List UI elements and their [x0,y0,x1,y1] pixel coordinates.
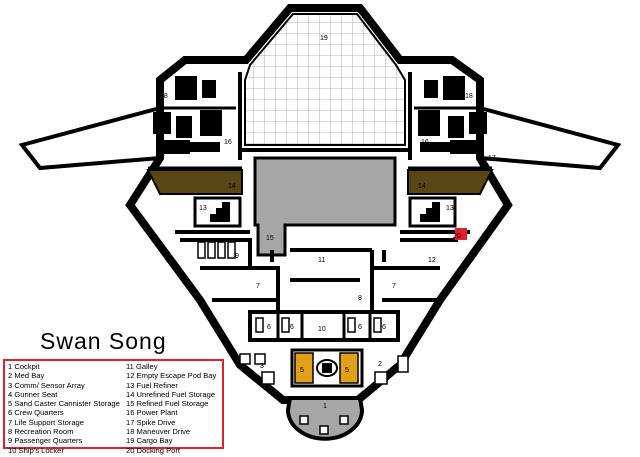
legend-item: 7 Life Support Storage [8,417,84,427]
right-wing [478,105,622,171]
label-20: 20 [453,233,461,240]
label-17a: 17 [157,155,165,162]
legend-item: 5 Sand Caster Cannister Storage [8,399,120,409]
label-2: 2 [378,361,382,368]
legend-item: 19 Cargo Bay [126,436,173,446]
label-17b: 17 [488,155,496,162]
maneuver-drive-right-icon [424,76,465,100]
legend-item: 4 Gunner Seat [8,389,58,399]
room-legend: 1 Cockpit 2 Med Bay 3 Comm/ Sensor Array… [3,359,224,455]
label-7a: 7 [256,283,260,290]
label-13b: 13 [446,205,454,212]
label-6d: 6 [382,324,386,331]
label-8: 8 [358,295,362,302]
med-bay-icon [374,355,409,385]
legend-item: 13 Fuel Refiner [126,380,178,390]
label-15: 15 [266,235,274,242]
comm-sensor-icon [239,353,275,385]
spike-drive-right-icon [418,110,487,154]
refined-fuel-storage [253,156,397,257]
legend-item: 3 Comm/ Sensor Array [8,380,85,390]
passenger-beds-icon [197,241,236,259]
label-18b: 18 [465,93,473,100]
label-5b: 5 [345,367,349,374]
label-16a: 16 [224,139,232,146]
legend-item: 9 Passenger Quarters [8,436,83,446]
label-6b: 6 [290,324,294,331]
label-10: 10 [318,326,326,333]
label-12: 12 [428,257,436,264]
left-wing [18,105,162,171]
legend-item: 10 Ship's Locker [8,445,64,455]
legend-item: 1 Cockpit [8,362,40,371]
label-13a: 13 [199,205,207,212]
legend-item: 20 Docking Port [126,445,181,455]
label-6a: 6 [267,324,271,331]
fuel-refiner-left-icon [210,202,230,222]
label-5a: 5 [300,367,304,374]
label-1: 1 [323,403,327,410]
sand-caster-right [339,352,359,384]
airlock-marker [455,228,467,240]
legend-item: 2 Med Bay [8,371,45,381]
legend-item: 16 Power Plant [126,408,178,418]
label-18a: 18 [160,93,168,100]
label-6c: 6 [358,324,362,331]
legend-item: 12 Empty Escape Pod Bay [126,371,217,381]
gunner-seat-icon [316,359,338,377]
cockpit-seats-icon [299,415,349,435]
cargo-bay [244,13,406,146]
legend-item: 17 Spike Drive [126,417,176,427]
legend-column-2: 11 Galley 12 Empty Escape Pod Bay 13 Fue… [126,362,216,455]
sand-caster-left [294,352,314,384]
legend-item: 6 Crew Quarters [8,408,64,418]
label-3: 3 [260,363,264,370]
unrefined-fuel-right [407,169,494,195]
legend-item: 18 Maneuver Drive [126,427,191,437]
label-7b: 7 [392,283,396,290]
maneuver-drive-left-icon [175,76,216,106]
label-14a: 14 [228,183,236,190]
fuel-refiner-right-icon [420,202,440,222]
inner-walls [175,230,470,310]
legend-item: 14 Unrefined Fuel Storage [126,389,216,399]
legend-item: 11 Galley [126,362,158,371]
legend-item: 15 Refined Fuel Storage [126,399,209,409]
crew-beds-icon [255,317,382,333]
docking-port [285,396,365,441]
ship-title: Swan Song [40,328,167,354]
legend-column-1: 1 Cockpit 2 Med Bay 3 Comm/ Sensor Array… [8,362,120,455]
unrefined-fuel-left [146,169,243,195]
label-16b: 16 [421,139,429,146]
spike-drive-left-icon [153,110,222,154]
label-19: 19 [320,35,328,42]
label-9: 9 [235,253,239,260]
label-14b: 14 [418,183,426,190]
legend-item: 8 Recreation Room [8,427,74,437]
label-11: 11 [318,257,325,264]
